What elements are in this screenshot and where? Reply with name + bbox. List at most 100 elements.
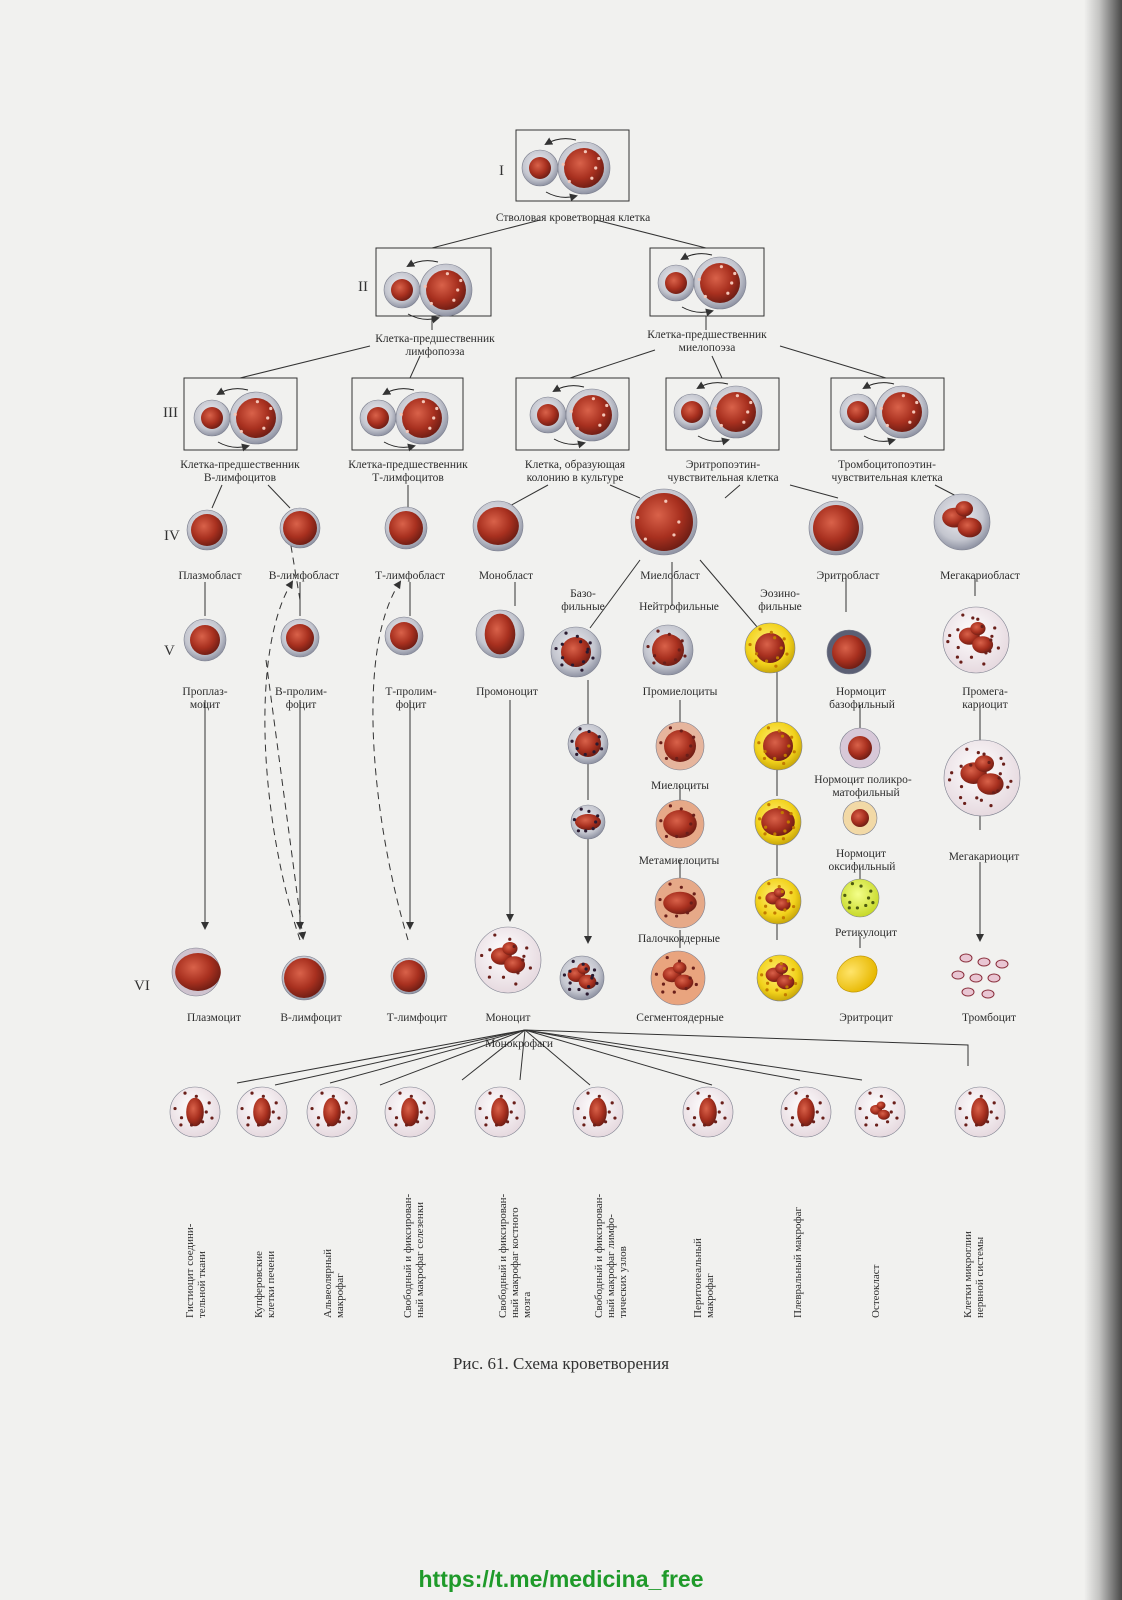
label-eosinophilic-1: Эозино- <box>760 588 800 600</box>
macrophage-label-5: Свободный и фиксирован-ный макрофаг кост… <box>497 1194 533 1318</box>
t-prolymphocyte-cell <box>384 616 424 656</box>
erythrocyte-cell <box>836 955 878 993</box>
label-t-lymphoblast: Т-лимфобласт <box>375 570 445 582</box>
t-precursor-small-cell <box>359 399 397 437</box>
macrophage-cell-4 <box>384 1086 436 1138</box>
b-precursor-large-cell <box>229 391 283 445</box>
neutrophilic-myelocyte-cell <box>655 721 705 771</box>
macrophage-label-line: клетки печени <box>265 1250 277 1318</box>
macrophage-label-line: Перитонеальный <box>692 1238 704 1318</box>
cfu-small-cell <box>529 396 567 434</box>
plasmoblast-cell <box>186 509 228 551</box>
basophilic-myelocyte-cell <box>567 723 609 765</box>
label-megakaryocyte: Мегакариоцит <box>948 851 1020 863</box>
label-lymph-precursor-2: лимфопоэза <box>405 346 465 358</box>
macrophage-label-line: макрофаг <box>704 1273 716 1318</box>
label-megakaryoblast: Мегакариобласт <box>940 570 1020 582</box>
basophilic-promyelocyte-cell <box>550 626 602 678</box>
erythro-precursor-small-cell <box>673 393 711 431</box>
macrophage-label-line: тельной ткани <box>196 1251 208 1318</box>
label-monocrophages: Монокрофаги <box>484 1038 554 1050</box>
label-metamyelocytes: Метамиелоциты <box>638 855 720 867</box>
label-normocyte-oxyphilic-1: Нормоцит <box>836 848 886 860</box>
macrophage-label-line: Гистиоцит соедини- <box>184 1223 196 1318</box>
basophilic-metamyelocyte-cell <box>570 804 606 840</box>
row-label-ii: II <box>358 279 368 295</box>
monocyte-cell <box>474 926 542 994</box>
macrophage-label-line: Клетки микроглии <box>962 1231 974 1318</box>
label-neutrophilic: Нейтрофильные <box>639 601 719 613</box>
macrophage-label-line: Альвеолярный <box>322 1248 334 1318</box>
erythro-precursor-large-cell <box>709 385 763 439</box>
neutrophilic-segmented-cell <box>650 950 706 1006</box>
b-precursor-small-cell <box>193 399 231 437</box>
label-erythrocyte: Эритроцит <box>839 1012 893 1024</box>
macrophage-cell-7 <box>682 1086 734 1138</box>
label-reticulocyte: Ретикулоцит <box>834 927 898 939</box>
row-labels: I II III IV V VI <box>134 163 504 994</box>
macrophage-label-line: ный макрофаг костного <box>509 1207 521 1318</box>
megakaryocyte-cell <box>943 739 1021 817</box>
label-t-prolymphocyte-2: фоцит <box>395 699 427 711</box>
macrophage-label-line: Остеокласт <box>870 1264 882 1318</box>
label-myelo-precursor-2: миелопоэза <box>678 342 736 354</box>
thrombo-precursor-cycle-arrows <box>862 381 896 446</box>
label-basophilic-1: Базо- <box>570 588 596 600</box>
stem-cycle-arrows <box>544 137 578 202</box>
stem-small-cell <box>521 149 559 187</box>
label-eosinophilic-2: фильные <box>758 601 802 613</box>
macrophage-label-line: мозга <box>521 1291 533 1318</box>
cfu-large-cell <box>565 388 619 442</box>
label-promegakaryocyte-2: кариоцит <box>962 699 1008 711</box>
macrophage-label-line: Свободный и фиксирован- <box>593 1193 605 1318</box>
label-b-lymphoblast: В-лимфобласт <box>268 570 340 582</box>
label-b-prolymphocyte-2: фоцит <box>285 699 317 711</box>
label-thrombocyte: Тромбоцит <box>961 1012 1017 1024</box>
myelo-precursor-cycle-arrows <box>680 252 714 317</box>
reticulocyte-cell <box>840 878 880 918</box>
figure-caption: Рис. 61. Схема кроветворения <box>452 1354 670 1373</box>
macrophage-label-9: Остеокласт <box>870 1265 882 1318</box>
label-plasmoblast: Плазмобласт <box>178 570 242 582</box>
stem-large-cell <box>557 141 611 195</box>
label-promonocyte: Промоноцит <box>476 686 538 698</box>
macrophage-cell-3 <box>306 1086 358 1138</box>
neutrophilic-band-cell <box>654 877 706 929</box>
macrophage-label-line: Свободный и фиксирован- <box>497 1193 509 1318</box>
lymph-precursor-small-cell <box>383 271 421 309</box>
proplasmocyte-cell <box>183 618 227 662</box>
label-erythro-precursor-1: Эритропоэтин- <box>685 459 761 471</box>
box-erythro-precursor <box>665 377 780 451</box>
label-b-precursor-1: Клетка-предшественник <box>180 459 300 471</box>
label-promegakaryocyte-1: Промега- <box>962 686 1008 698</box>
footer-link[interactable]: https://t.me/medicina_free <box>418 1566 704 1592</box>
monoblast-cell <box>472 500 524 552</box>
label-b-lymphocyte: В-лимфоцит <box>280 1012 342 1024</box>
label-cfu-2: колонию в культуре <box>526 472 624 484</box>
t-precursor-large-cell <box>395 391 449 445</box>
macrophage-cell-9 <box>854 1086 906 1138</box>
macrophage-cell-8 <box>780 1086 832 1138</box>
neutrophilic-promyelocyte-cell <box>642 624 694 676</box>
label-normocyte-polychromatophilic-1: Нормоцит поликро- <box>814 774 912 786</box>
b-lymphocyte-cell <box>281 955 327 1001</box>
macrophage-label-4: Свободный и фиксирован-ный макрофаг селе… <box>402 1194 426 1318</box>
label-b-prolymphocyte-1: В-пролим- <box>274 686 327 698</box>
label-t-lymphocyte: Т-лимфоцит <box>386 1012 448 1024</box>
label-myeloblast: Миелобласт <box>640 570 700 582</box>
macrophage-label-line: нервной системы <box>974 1236 986 1318</box>
promonocyte-cell <box>475 609 525 659</box>
label-b-precursor-2: В-лимфоцитов <box>203 472 277 484</box>
t-lymphoblast-cell <box>384 506 428 550</box>
box-thrombo-precursor <box>830 377 945 451</box>
label-erythro-precursor-2: чувствительная клетка <box>667 472 779 484</box>
lymph-precursor-large-cell <box>419 263 473 317</box>
macrophage-label-line: ный макрофаг селезенки <box>414 1201 426 1318</box>
erythro-precursor-cycle-arrows <box>696 381 730 446</box>
b-lymphoblast-cell <box>279 507 321 549</box>
label-t-prolymphocyte-1: Т-пролим- <box>385 686 437 698</box>
label-myelo-precursor-1: Клетка-предшественник <box>647 329 767 341</box>
